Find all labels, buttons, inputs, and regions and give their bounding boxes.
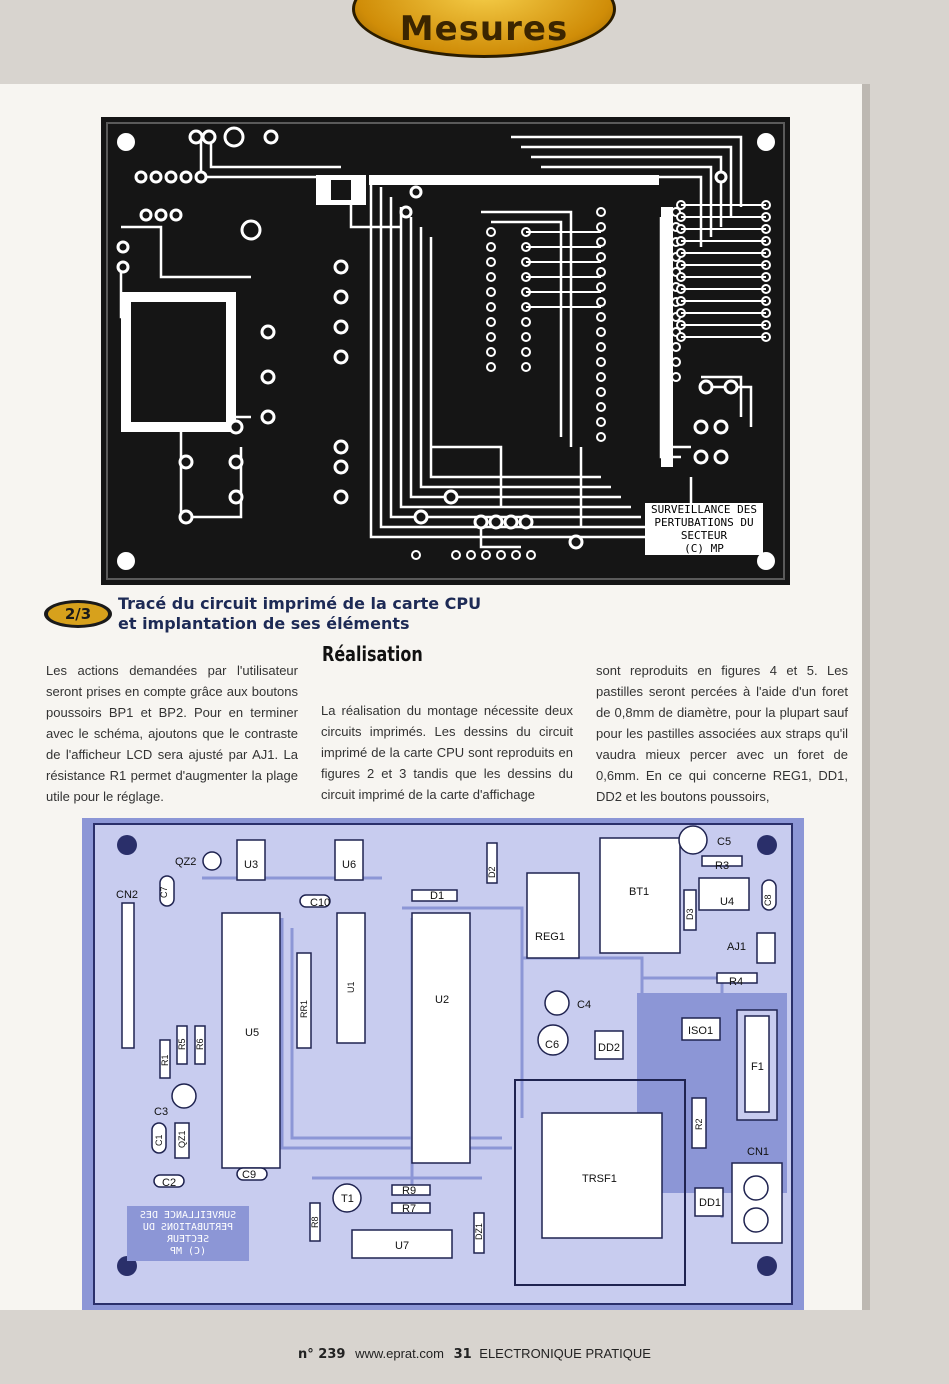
pcb-board-label: SURVEILLANCE DES PERTUBATIONS DU SECTEUR… bbox=[645, 503, 763, 555]
ref-designator: C8 bbox=[763, 894, 773, 906]
ref-designator: AJ1 bbox=[727, 941, 746, 953]
section-badge: Mesures bbox=[352, 0, 616, 58]
ref-designator: D2 bbox=[487, 866, 497, 878]
site-url: www.eprat.com bbox=[355, 1346, 444, 1361]
ref-designator: QZ2 bbox=[175, 856, 196, 868]
ref-designator: R6 bbox=[195, 1038, 205, 1050]
board-label-line: PERTUBATIONS DU bbox=[654, 516, 754, 529]
ref-designator: DZ1 bbox=[474, 1223, 484, 1240]
ref-designator: C1 bbox=[154, 1134, 164, 1146]
page-footer: n° 239 www.eprat.com 31 ELECTRONIQUE PRA… bbox=[0, 1346, 949, 1362]
page-number: 31 bbox=[453, 1347, 472, 1362]
ref-designator: T1 bbox=[341, 1193, 354, 1205]
ref-designator: R4 bbox=[729, 976, 743, 988]
ref-designator: F1 bbox=[751, 1061, 764, 1073]
ref-designator: REG1 bbox=[535, 931, 565, 943]
ref-designator: U4 bbox=[720, 896, 734, 908]
caption-line-1: Tracé du circuit imprimé de la carte CPU bbox=[118, 594, 482, 613]
ref-designator: D1 bbox=[430, 890, 444, 902]
ref-designator: C9 bbox=[242, 1169, 256, 1181]
ref-designator: DD2 bbox=[598, 1042, 620, 1054]
caption-line-2: et implantation de ses éléments bbox=[118, 614, 410, 633]
ref-designator: U6 bbox=[342, 859, 356, 871]
ref-designator: C4 bbox=[577, 999, 591, 1011]
figure-caption: Tracé du circuit imprimé de la carte CPU… bbox=[118, 594, 588, 634]
text-column-1: Les actions demandées par l'utilisateur … bbox=[46, 663, 298, 804]
ref-designator: R2 bbox=[694, 1118, 704, 1130]
ref-designator: TRSF1 bbox=[582, 1173, 617, 1185]
magazine-name: ELECTRONIQUE PRATIQUE bbox=[479, 1346, 651, 1361]
mirrored-label-line: (C) MP bbox=[170, 1246, 206, 1257]
ref-designator: QZ1 bbox=[177, 1130, 187, 1148]
ref-designator: DD1 bbox=[699, 1197, 721, 1209]
text-column-2: La réalisation du montage nécessite deux… bbox=[321, 703, 573, 802]
page-edge-shadow bbox=[862, 84, 870, 1310]
ref-designator: C10 bbox=[310, 897, 330, 909]
ref-designator: C2 bbox=[162, 1177, 176, 1189]
mirrored-label-line: PERTUBATIONS DU bbox=[143, 1222, 233, 1233]
pcb-trace-figure bbox=[101, 117, 790, 585]
ref-designator: U1 bbox=[346, 981, 356, 993]
issue-number: n° 239 bbox=[298, 1347, 346, 1362]
board-label-line: (C) MP bbox=[684, 542, 724, 555]
figure-number: 2/3 bbox=[48, 603, 108, 625]
ref-designator: C3 bbox=[154, 1106, 168, 1118]
ref-designator: R1 bbox=[160, 1054, 170, 1066]
section-label: Mesures bbox=[399, 9, 569, 49]
ref-designator: U5 bbox=[245, 1027, 259, 1039]
section-heading: Réalisation bbox=[322, 642, 423, 666]
ref-designator: R5 bbox=[177, 1038, 187, 1050]
ref-designator: C5 bbox=[717, 836, 731, 848]
ref-designator: ISO1 bbox=[688, 1025, 713, 1037]
component-placement-figure: QZ2 CN2 U3 U6 C10 D1 BT1 C5 R3 U4 REG1 A… bbox=[82, 818, 804, 1310]
figure-number-badge: 2/3 bbox=[44, 600, 112, 628]
ref-designator: RR1 bbox=[299, 1000, 309, 1018]
mirrored-label-line: SURVEILLANCE DES bbox=[140, 1210, 236, 1221]
text-column-3: sont reproduits en figures 4 et 5. Les p… bbox=[596, 663, 848, 804]
ref-designator: CN1 bbox=[747, 1146, 769, 1158]
ref-designator: R3 bbox=[715, 860, 729, 872]
ref-designator: BT1 bbox=[629, 886, 649, 898]
ref-designator: R8 bbox=[310, 1216, 320, 1228]
ref-designator: U2 bbox=[435, 994, 449, 1006]
mirrored-label-line: SECTEUR bbox=[166, 1234, 209, 1245]
ref-designator: CN2 bbox=[116, 889, 138, 901]
ref-designator: C7 bbox=[159, 886, 169, 898]
ref-designator: R7 bbox=[402, 1203, 416, 1215]
ref-designator: U7 bbox=[395, 1240, 409, 1252]
ref-designator: D3 bbox=[685, 908, 695, 920]
ref-designator: U3 bbox=[244, 859, 258, 871]
ref-designator: C6 bbox=[545, 1039, 559, 1051]
ref-designator: R9 bbox=[402, 1185, 416, 1197]
board-label-line: SECTEUR bbox=[680, 529, 728, 542]
board-label-line: SURVEILLANCE DES bbox=[651, 503, 757, 516]
